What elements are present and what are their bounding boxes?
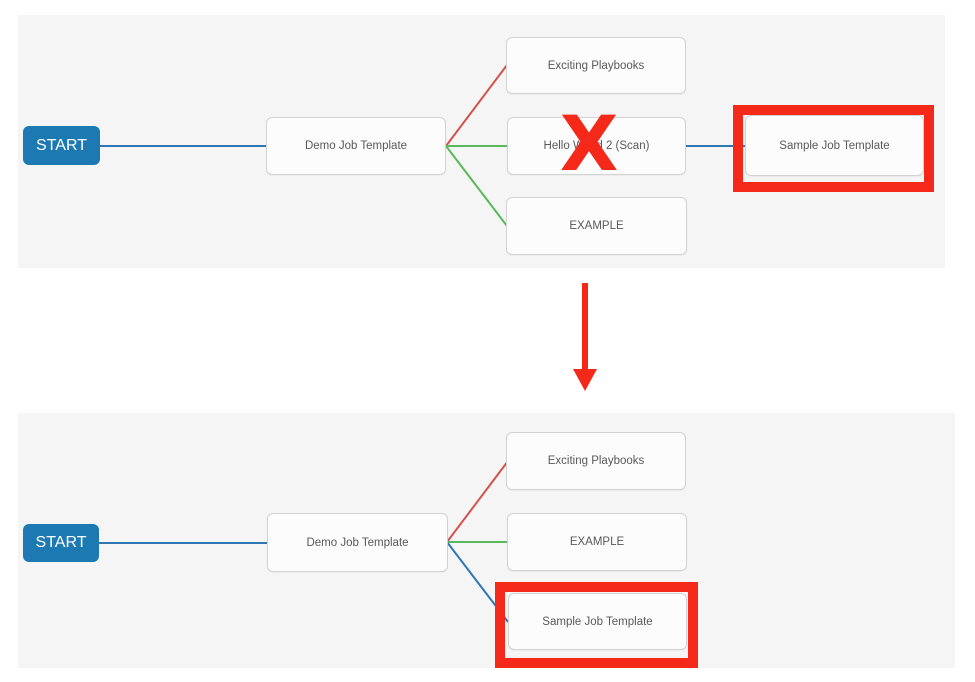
- node-example-before[interactable]: EXAMPLE: [506, 197, 687, 255]
- transition-arrow-head: [573, 369, 597, 391]
- node-exciting-playbooks-after[interactable]: Exciting Playbooks: [506, 432, 686, 490]
- start-button-before[interactable]: START: [23, 126, 100, 165]
- node-example-after[interactable]: EXAMPLE: [507, 513, 687, 571]
- highlight-rect-sample-before: [733, 105, 934, 192]
- start-button-after[interactable]: START: [23, 524, 99, 562]
- node-exciting-playbooks-before[interactable]: Exciting Playbooks: [506, 37, 686, 94]
- node-demo-job-template-after[interactable]: Demo Job Template: [267, 513, 448, 572]
- workflow-canvas-after: [18, 413, 955, 668]
- node-hello-world-2-scan-before[interactable]: Hello World 2 (Scan): [507, 117, 686, 175]
- highlight-rect-sample-after: [495, 582, 698, 668]
- delete-x-mark: X: [559, 99, 619, 188]
- node-demo-job-template-before[interactable]: Demo Job Template: [266, 117, 446, 175]
- node-sample-job-template-after[interactable]: Sample Job Template: [508, 593, 687, 650]
- node-sample-job-template-before[interactable]: Sample Job Template: [745, 115, 924, 176]
